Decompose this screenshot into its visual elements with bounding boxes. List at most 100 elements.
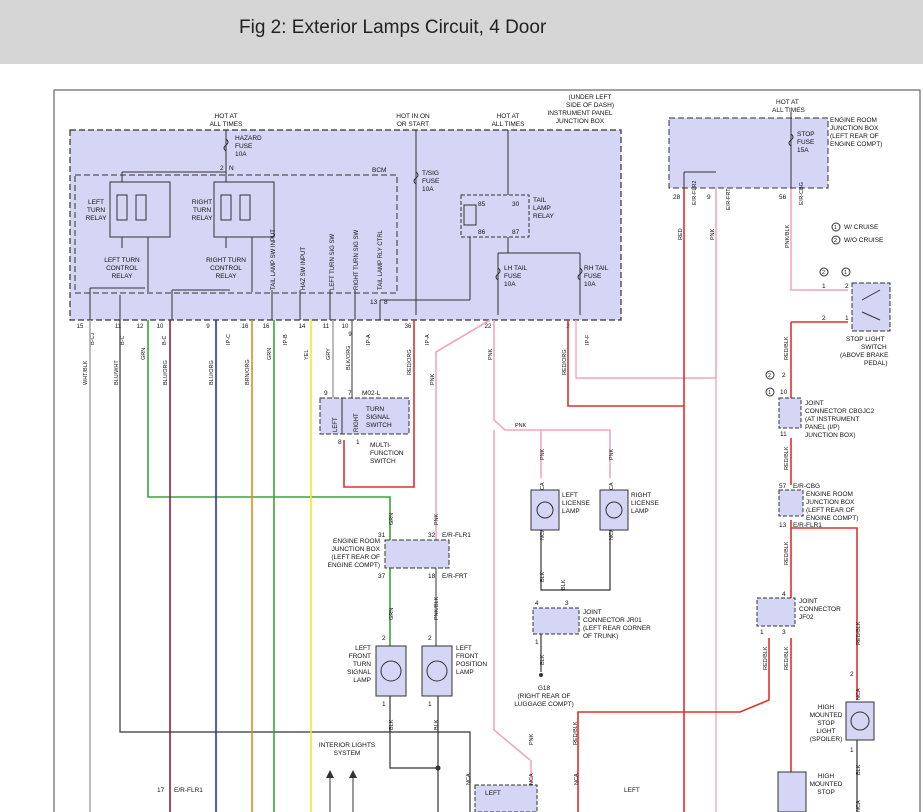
jf02-pin-1: 1 <box>760 629 764 636</box>
wirelabel-pnk-4: PNK <box>515 423 527 429</box>
wirelabel-gry: GRY <box>326 348 332 360</box>
pin-10: 10 <box>157 324 164 330</box>
wirelabel-red-blk-5: RED/BLK <box>763 646 769 670</box>
pin-16b: 16 <box>263 324 270 330</box>
tsig-fuse-label-2: FUSE <box>422 178 440 185</box>
wirelabel-blk-4: BLK <box>561 579 567 590</box>
stop-fuse-label-3: 15A <box>797 147 809 154</box>
wirelabel-pnk-1: PNK <box>430 373 436 385</box>
erjb-right-label-2: JUNCTION BOX <box>806 499 855 506</box>
tsig-fuse-icon <box>413 171 419 185</box>
ipjb-hot-mid-1: HOT IN ON <box>396 113 430 120</box>
lf-pos-label-2: FRONT <box>456 653 478 660</box>
wirelabel-blk-2: BLK <box>434 719 440 730</box>
rh-tail-fuse-icon <box>577 267 583 281</box>
conn-b-cj: B-CJ <box>90 333 96 345</box>
mfs-label-3: SWITCH <box>366 422 392 429</box>
erjb-right-conn-flr1: E/R-FLR1 <box>793 522 822 529</box>
wirelabel-grn-4: GRN <box>389 608 395 620</box>
switch-pin-1: 1 <box>822 283 826 290</box>
tail-relay-label-3: RELAY <box>533 213 554 220</box>
cbg-circle-2: 2 <box>768 373 771 379</box>
hmsl-lamp <box>777 701 875 812</box>
jf02-label-2: CONNECTOR <box>799 606 841 613</box>
jr01-pin-3: 3 <box>565 600 569 607</box>
wire-blk-license <box>540 530 611 591</box>
vlabel-tail-rly-ctrl: TAIL LAMP RLY CTRL <box>378 229 384 290</box>
lh-tail-fuse-label-3: 10A <box>504 281 516 288</box>
wirelabel-pnk-7: PNK <box>434 513 440 525</box>
right-turn-control-label-3: RELAY <box>216 273 237 280</box>
cbgjc2-label-5: JUNCTION BOX) <box>805 432 856 439</box>
erjb-conn-frt: E/R-FRT <box>726 188 732 210</box>
relay-pin-85: 85 <box>478 201 486 208</box>
wirelabel-wht-blk: WHT/BLK <box>83 360 89 385</box>
pin-16a: 16 <box>242 324 249 330</box>
figure-title: Fig 2: Exterior Lamps Circuit, 4 Door <box>239 17 547 38</box>
switch-pin-1b: 1 <box>845 315 849 322</box>
relay-pin-30: 30 <box>512 201 520 208</box>
wirelabel-pnk-blk-2: PNK/BLK <box>434 596 440 620</box>
wirelabel-blk-6: BLK <box>856 764 862 775</box>
wirelabel-red-blk-2: RED/BLK <box>784 446 790 470</box>
pin-12: 12 <box>137 324 144 330</box>
erjb-mid-label-3: (LEFT REAR OF <box>331 554 380 561</box>
pin-9b: 9 <box>348 332 352 338</box>
hmsl-label-3: STOP <box>817 720 835 727</box>
wirelabel-pnk-6: PNK <box>609 448 615 460</box>
wire-red-org-1 <box>343 320 415 488</box>
lf-pos-label-4: LAMP <box>456 669 474 676</box>
wirelabel-grn-3: GRN <box>389 513 395 525</box>
lf-turn-label-5: LAMP <box>353 677 371 684</box>
erjb-mid-conn-flr1: E/R-FLR1 <box>442 532 471 539</box>
ipjb-location-4: JUNCTION BOX <box>556 118 605 125</box>
erjb-right-label-1: ENGINE ROOM <box>806 491 853 498</box>
mfs-pin-7: 7 <box>348 390 352 397</box>
wire-blu-wht <box>119 320 471 812</box>
wirelabel-pnk-3: PNK <box>710 228 716 240</box>
erjb-mid-pin-37: 37 <box>378 573 386 580</box>
right-turn-control-label-1: RIGHT TURN <box>206 257 246 264</box>
interior-label-2: SYSTEM <box>334 750 361 757</box>
erjb-mid-pin-31: 31 <box>378 532 386 539</box>
conn-b-c-2: B-C <box>162 336 168 346</box>
wirelabel-pnk-8: PNK <box>529 733 535 745</box>
wirelabel-brn-org: BRN/ORG <box>245 359 251 385</box>
wirelabel-blk-3: BLK <box>540 571 546 582</box>
cbgjc2-label-1: JOINT <box>805 400 824 407</box>
lf-turn-label-1: LEFT <box>355 645 371 652</box>
jf02-pin-3: 3 <box>782 629 786 636</box>
stop-switch-label-1: STOP LIGHT <box>846 336 884 343</box>
ipjb-hot-mid-2: OR START <box>397 121 429 128</box>
erjb-top-label-1: ENGINE ROOM <box>830 117 877 124</box>
conn-ip-a-1: IP-A <box>366 334 372 345</box>
diagram-frame <box>53 89 921 812</box>
right-turn-relay-label-2: TURN <box>193 207 211 214</box>
lh-tail-fuse-icon <box>495 267 501 281</box>
conn-b-c-1: B-C <box>120 336 126 346</box>
mfs-name-2: FUNCTION <box>370 450 404 457</box>
jr01-label-1: JOINT <box>583 609 602 616</box>
bottom-pin-17-label: 17 <box>157 787 165 794</box>
lf-pos-label-3: POSITION <box>456 661 487 668</box>
tail-relay-label-1: TAIL <box>533 197 547 204</box>
switch-pin-2: 2 <box>822 315 826 322</box>
lf-turn-pin-1: 1 <box>382 701 386 708</box>
wirelabel-blu-org-1: BLU/ORG <box>163 360 169 385</box>
erjb-right-label-4: ENGINE COMPT) <box>806 515 858 522</box>
wirelabel-red-org-1: RED/ORG <box>407 349 413 375</box>
right-license-label-2: LICENSE <box>631 500 659 507</box>
hmsl-pin-2: 2 <box>850 671 854 678</box>
mfs-label-2: SIGNAL <box>366 414 390 421</box>
hmsl-label-1: HIGH <box>818 704 835 711</box>
jr01-pin-4: 4 <box>535 600 539 607</box>
wirelabel-red: RED <box>678 228 684 240</box>
nca-8: NCA <box>529 773 535 785</box>
bottom-left-label-2: LEFT <box>624 787 640 794</box>
cbgjc2-connector <box>765 370 802 429</box>
hazard-fuse-icon <box>223 138 229 152</box>
switch-circle-2: 2 <box>822 270 825 276</box>
hazard-pin-2: 2 <box>220 165 224 172</box>
wire-pnk-1 <box>435 319 491 540</box>
